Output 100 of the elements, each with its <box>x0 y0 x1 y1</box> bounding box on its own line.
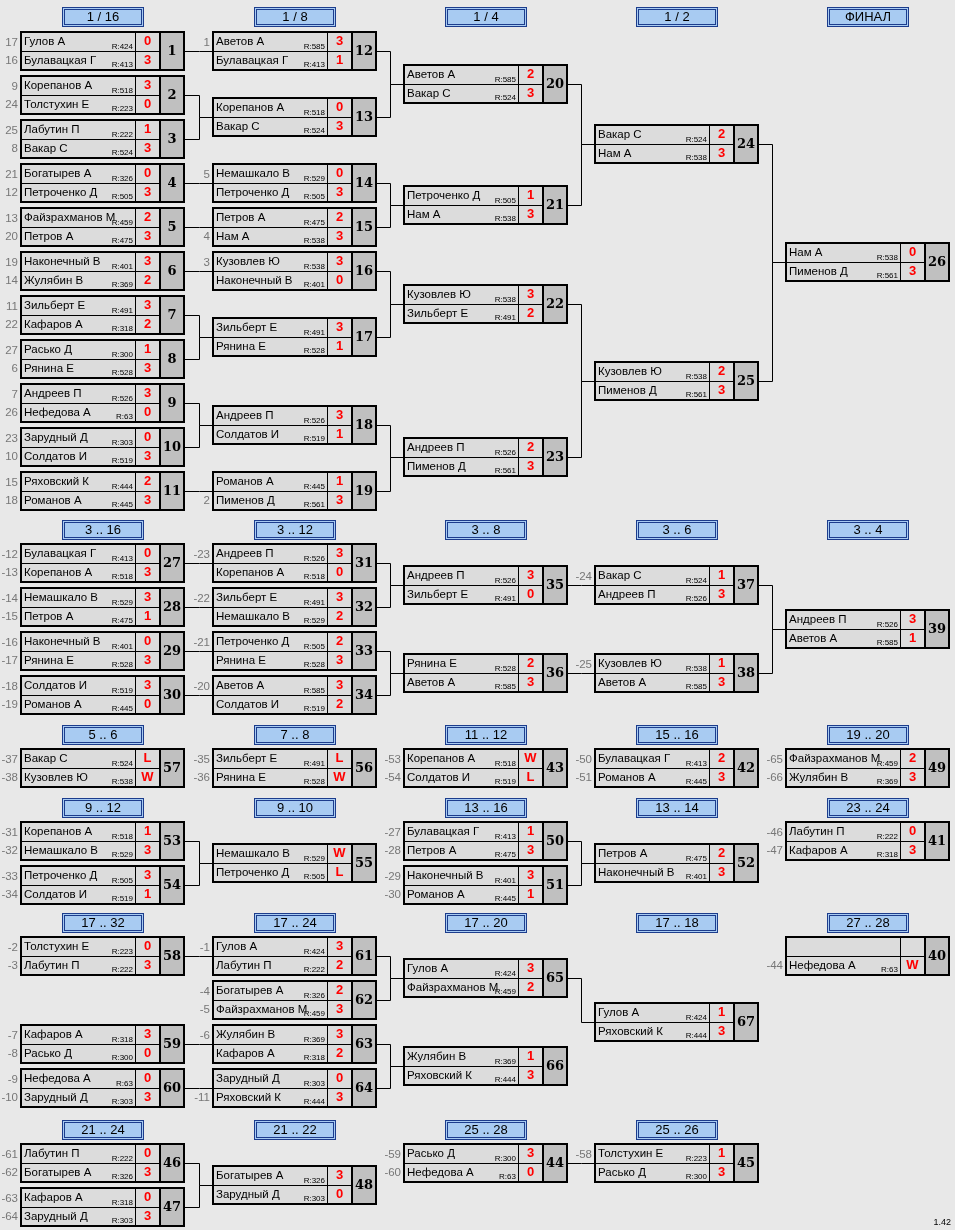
rating: R:223 <box>685 1154 707 1163</box>
score: 1 <box>135 608 159 625</box>
player-name: Толстухин Е <box>24 939 90 954</box>
rating: R:445 <box>111 500 133 509</box>
rating: R:222 <box>111 965 133 974</box>
rating: R:538 <box>685 153 707 162</box>
player-name: Андреев П <box>407 568 465 583</box>
rating: R:528 <box>494 664 516 673</box>
player-name: Нам А <box>789 245 823 260</box>
player-row <box>787 750 924 768</box>
match-box <box>212 97 377 137</box>
seed-number: 4 <box>202 229 210 244</box>
rating: R:424 <box>303 947 325 956</box>
player-row <box>787 956 924 974</box>
seed-number: -15 <box>0 609 18 624</box>
player-name: Вакар С <box>598 568 642 583</box>
match-box <box>20 75 185 115</box>
player-name: Нефедова А <box>789 958 856 973</box>
score: W <box>900 957 924 974</box>
player-row <box>596 863 733 881</box>
score: 3 <box>135 492 159 509</box>
seed-number: -46 <box>765 825 783 840</box>
player-row <box>405 673 542 691</box>
match-box <box>403 284 568 324</box>
player-name: Ряховский К <box>407 1068 473 1083</box>
score: 3 <box>900 842 924 859</box>
match-number: 36 <box>542 655 566 691</box>
match-number: 13 <box>351 99 375 135</box>
player-name: Лабутин П <box>24 122 80 137</box>
match-number: 53 <box>159 823 183 859</box>
player-row <box>596 655 733 673</box>
match-box <box>20 865 185 905</box>
match-number: 32 <box>351 589 375 625</box>
seed-number: 20 <box>4 229 18 244</box>
player-name: Нам А <box>216 229 250 244</box>
bracket-line <box>184 563 213 564</box>
match-number: 8 <box>159 341 183 377</box>
seed-number: -44 <box>765 958 783 973</box>
player-name: Солдатов И <box>407 770 471 785</box>
seed-number: -36 <box>192 770 210 785</box>
player-name: Рянина Е <box>24 361 74 376</box>
player-name: Гулов А <box>407 961 449 976</box>
seed-number: -50 <box>574 752 592 767</box>
rating: R:475 <box>303 218 325 227</box>
bracket-line <box>184 337 213 360</box>
player-row <box>405 457 542 475</box>
score: 2 <box>518 305 542 322</box>
match-box <box>20 471 185 511</box>
player-name: Вакар С <box>24 751 68 766</box>
match-number: 20 <box>542 66 566 102</box>
seed-number: -64 <box>0 1209 18 1224</box>
player-name: Ряховский К <box>598 1024 664 1039</box>
player-name: Рянина Е <box>216 653 266 668</box>
match-box <box>20 119 185 159</box>
player-row <box>22 938 159 956</box>
player-row <box>214 337 351 355</box>
player-name: Булавацкая Г <box>24 53 97 68</box>
score: 3 <box>135 564 159 581</box>
player-row <box>405 823 542 841</box>
player-row <box>22 545 159 563</box>
seed-number: 23 <box>4 431 18 446</box>
player-name: Немашкало В <box>216 609 290 624</box>
match-number: 29 <box>159 633 183 669</box>
player-name: Кузовлев Ю <box>598 364 662 379</box>
match-number: 14 <box>351 165 375 201</box>
match-number: 19 <box>351 473 375 509</box>
rating: R:369 <box>303 1035 325 1044</box>
round-header: 13 .. 16 <box>445 798 527 818</box>
score: 1 <box>518 886 542 903</box>
player-row <box>405 978 542 996</box>
player-row <box>22 589 159 607</box>
player-name: Кузовлев Ю <box>216 254 280 269</box>
bracket-line <box>376 84 404 118</box>
match-number: 56 <box>351 750 375 786</box>
match-box <box>212 251 377 291</box>
rating: R:526 <box>111 394 133 403</box>
version-number: 1.42 <box>933 1217 951 1227</box>
match-number: 34 <box>351 677 375 713</box>
bracket-line <box>376 457 404 492</box>
rating: R:529 <box>303 616 325 625</box>
rating: R:519 <box>111 456 133 465</box>
player-row <box>596 585 733 603</box>
rating: R:491 <box>303 598 325 607</box>
player-name: Немашкало В <box>24 590 98 605</box>
player-name: Нам А <box>407 207 441 222</box>
player-row <box>405 867 542 885</box>
score: 3 <box>135 652 159 669</box>
player-name: Андреев П <box>216 546 274 561</box>
player-name: Зарудный Д <box>24 430 88 445</box>
player-name: Лабутин П <box>24 1146 80 1161</box>
match-number: 1 <box>159 33 183 69</box>
round-header: 27 .. 28 <box>827 913 909 933</box>
match-box <box>20 207 185 247</box>
score: 3 <box>135 1089 159 1106</box>
player-row <box>22 1026 159 1044</box>
match-box <box>403 64 568 104</box>
match-box <box>785 609 950 649</box>
score: L <box>518 769 542 786</box>
bracket-line <box>376 205 404 228</box>
player-name: Аветов А <box>216 34 265 49</box>
